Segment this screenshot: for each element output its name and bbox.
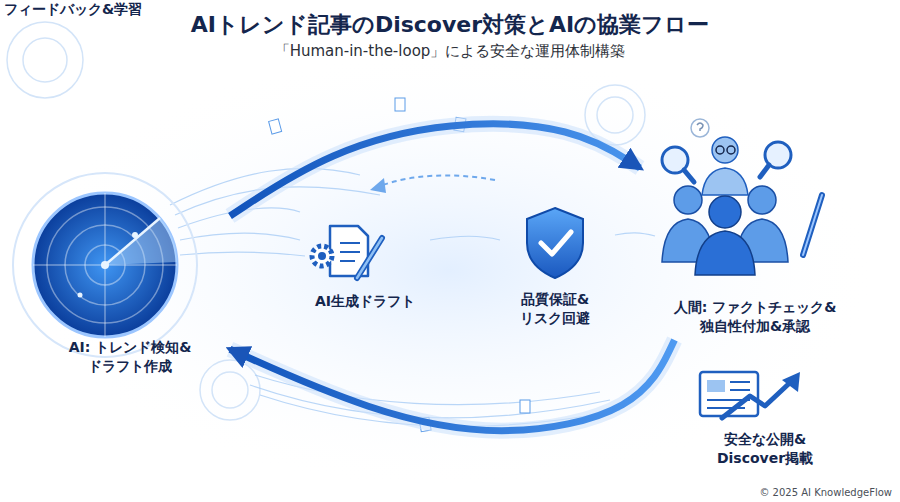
shield-icon — [527, 208, 583, 278]
dashed-arrow — [370, 175, 495, 193]
node-label: 安全な公開& Discover掲載 — [695, 430, 835, 468]
edge-label: フィードバック&学習 — [0, 0, 146, 20]
flow-arrow — [230, 124, 640, 216]
draft-node: AI生成ドラフト — [300, 215, 430, 315]
node-label: AI生成ドラフト — [315, 292, 415, 311]
draft-icon — [312, 226, 382, 278]
node-label: AI: トレンド検知& ドラフト作成 — [55, 338, 205, 376]
connector-glow-layer — [230, 124, 675, 431]
node-label: 品質保証& リスク回避 — [503, 290, 607, 328]
background-glow — [20, 50, 880, 490]
copyright: © 2025 AI KnowledgeFlow — [759, 487, 892, 498]
people-icon — [662, 119, 822, 275]
node-label: 人間: ファクトチェック& 独自性付加&承認 — [660, 298, 850, 336]
flow-arrow — [230, 340, 675, 431]
quality-node: 品質保証& リスク回避 — [495, 210, 615, 332]
publish-icon — [700, 372, 800, 418]
faint-rings — [7, 22, 645, 420]
subtitle: 「Human-in-the-loop」による安全な運用体制構築 — [0, 42, 900, 61]
human-node: 人間: ファクトチェック& 独自性付加&承認 — [640, 125, 870, 340]
ai-detect-node: AI: トレンド検知& ドラフト作成 — [30, 175, 230, 380]
publish-node: 安全な公開& Discover掲載 — [680, 360, 850, 472]
connector-glow — [230, 340, 675, 431]
radar-icon — [13, 173, 197, 357]
connector-glow — [230, 124, 640, 216]
